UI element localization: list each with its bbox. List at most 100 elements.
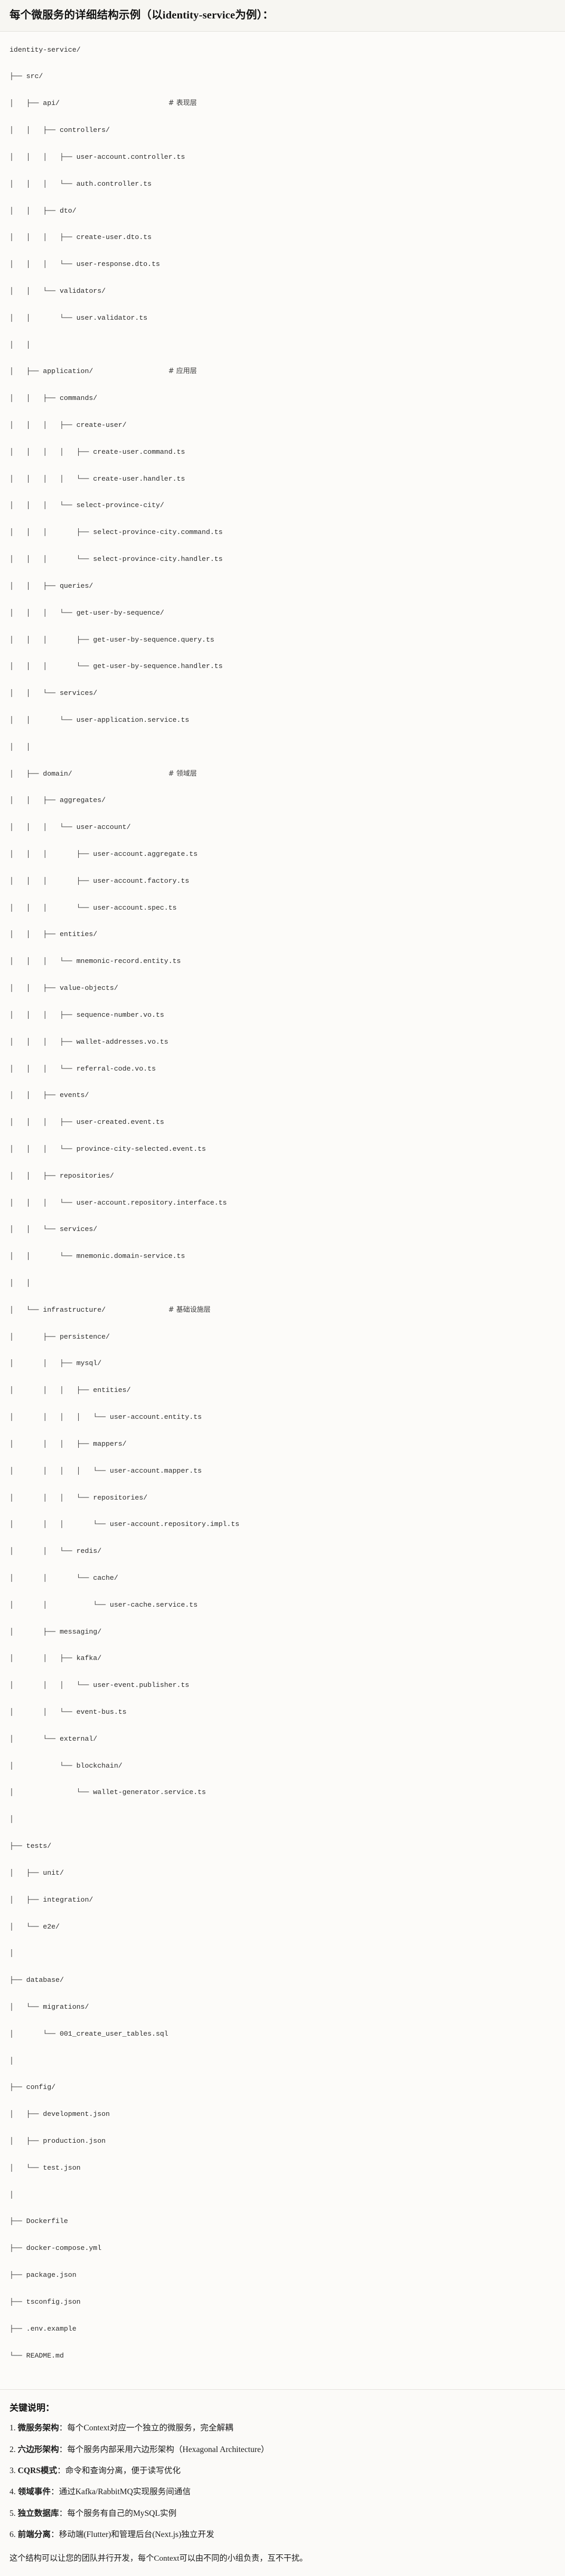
tree-line: │ │ │ ├── user-created.event.ts	[10, 1118, 164, 1127]
tree-line: │ │ └── user-application.service.ts	[10, 715, 190, 724]
tree-line: │ │ │ ├── sequence-number.vo.ts	[10, 1010, 164, 1019]
tree-line: │ └── e2e/	[10, 1922, 60, 1931]
tree-line: │ │ │ │ └── create-user.handler.ts	[10, 474, 185, 483]
key-note-item: 微服务架构：每个Context对应一个独立的微服务，完全解耦	[10, 2422, 555, 2434]
tree-line: ├── package.json	[10, 2271, 77, 2279]
tree-line: identity-service/	[10, 45, 81, 54]
tree-line: │ │ ├── entities/	[10, 930, 98, 939]
key-note-separator: ：	[50, 2487, 59, 2497]
tree-line-comment: # 领域层	[168, 769, 197, 778]
tree-line: │ └── migrations/	[10, 2002, 89, 2011]
tree-line: │ │ ├── kafka/	[10, 1654, 102, 1663]
key-note-description: 通过Kafka/RabbitMQ实现服务间通信	[59, 2487, 191, 2497]
tree-line: │ │	[10, 340, 31, 349]
tree-line: ├── tsconfig.json	[10, 2297, 81, 2306]
key-note-term: 六边形架构	[17, 2445, 59, 2454]
tree-line: │ │ │ ├── create-user/	[10, 421, 127, 429]
tree-line: │ │ ├── repositories/	[10, 1171, 114, 1180]
tree-line: │ └── infrastructure/ # 基础设施层	[10, 1305, 211, 1314]
key-note-term: 领域事件	[17, 2487, 51, 2497]
key-note-item: 领域事件：通过Kafka/RabbitMQ实现服务间通信	[10, 2486, 555, 2498]
tree-line: │ │ │ └── user-event.publisher.ts	[10, 1681, 190, 1690]
tree-line: │ │ ├── dto/	[10, 206, 77, 215]
key-note-term: 前端分离	[17, 2530, 51, 2540]
tree-line: ├── database/	[10, 1976, 64, 1985]
document-header: 每个微服务的详细结构示例（以identity-service为例）：	[0, 0, 565, 32]
tree-line: │ │ │ └── select-province-city.handler.t…	[10, 555, 223, 564]
tree-line-comment: # 应用层	[168, 367, 197, 376]
tree-line: │ │ │ └── mnemonic-record.entity.ts	[10, 957, 181, 966]
tree-line: │ │ └── services/	[10, 1225, 98, 1234]
tree-line: │ │ │ └── get-user-by-sequence.handler.t…	[10, 662, 223, 671]
tree-line-comment: # 基础设施层	[168, 1305, 211, 1314]
tree-line: │ │	[10, 1279, 31, 1287]
tree-line: │ │ │ ├── user-account.controller.ts	[10, 152, 185, 161]
tree-line: │ │ │ └── repositories/	[10, 1493, 148, 1502]
key-note-item: CQRS模式：命令和查询分离，便于读写优化	[10, 2465, 555, 2477]
key-note-separator: ：	[59, 2508, 68, 2518]
key-notes-block: 关键说明： 微服务架构：每个Context对应一个独立的微服务，完全解耦六边形架…	[0, 2389, 565, 2576]
tree-line: │ │ └── redis/	[10, 1547, 102, 1556]
key-note-item: 前端分离：移动端(Flutter)和管理后台(Next.js)独立开发	[10, 2529, 555, 2541]
tree-line: │ │ └── mnemonic.domain-service.ts	[10, 1252, 185, 1261]
key-note-description: 移动端(Flutter)和管理后台(Next.js)独立开发	[59, 2530, 214, 2540]
tree-line: │ └── wallet-generator.service.ts	[10, 1788, 206, 1797]
tree-line: │ │ │ └── select-province-city/	[10, 501, 164, 510]
page-title: 每个微服务的详细结构示例（以identity-service为例）：	[10, 9, 274, 21]
key-note-description: 每个服务有自己的MySQL实例	[67, 2508, 177, 2518]
tree-line: │ │ └── user-cache.service.ts	[10, 1600, 198, 1609]
tree-line: │ │ ├── events/	[10, 1091, 89, 1100]
tree-line: │ │ ├── queries/	[10, 581, 93, 590]
key-note-term: 独立数据库	[17, 2508, 59, 2518]
tree-line: │ └── external/	[10, 1734, 98, 1743]
tree-line: │ │ │ └── get-user-by-sequence/	[10, 608, 164, 617]
key-note-term: CQRS模式	[17, 2466, 58, 2476]
tree-line: │	[10, 2190, 14, 2199]
tree-line: │ │ ├── value-objects/	[10, 984, 118, 993]
tree-line: │ ├── integration/	[10, 1895, 93, 1904]
directory-tree-block: identity-service/ ├── src/ │ ├── api/ # …	[0, 31, 565, 2390]
key-note-item: 独立数据库：每个服务有自己的MySQL实例	[10, 2507, 555, 2520]
tree-line: │ │ │ │ └── user-account.mapper.ts	[10, 1466, 202, 1475]
tree-line: │ ├── api/ # 表现层	[10, 99, 197, 108]
key-notes-title: 关键说明：	[10, 2403, 54, 2413]
tree-line: │ │ └── user.validator.ts	[10, 313, 148, 322]
tree-line: │ │ └── cache/	[10, 1573, 118, 1582]
tree-line: │ ├── application/ # 应用层	[10, 367, 197, 376]
key-note-description: 命令和查询分离，便于读写优化	[65, 2466, 181, 2476]
tree-line: │	[10, 1815, 14, 1824]
tree-line: │ │ │ └── user-response.dto.ts	[10, 260, 160, 269]
tree-line: │ │ │ └── auth.controller.ts	[10, 179, 152, 188]
directory-tree-code: identity-service/ ├── src/ │ ├── api/ # …	[10, 43, 555, 2362]
tree-line: └── README.md	[10, 2351, 64, 2360]
tree-line: │ └── blockchain/	[10, 1761, 123, 1770]
tree-line: │ │ └── validators/	[10, 287, 106, 295]
tree-line: ├── tests/	[10, 1842, 52, 1850]
tree-line: │ │ │ │ └── user-account.entity.ts	[10, 1413, 202, 1421]
tree-line: ├── docker-compose.yml	[10, 2244, 102, 2253]
key-note-separator: ：	[50, 2530, 59, 2540]
tree-line: │ │	[10, 742, 31, 751]
tree-line: │ │ │ └── province-city-selected.event.t…	[10, 1144, 206, 1153]
tree-line: │ │ │ ├── user-account.aggregate.ts	[10, 850, 198, 858]
key-note-separator: ：	[59, 2424, 68, 2433]
tree-line: │ │ │ ├── entities/	[10, 1386, 131, 1395]
tree-line: │ │ │ └── user-account.repository.impl.t…	[10, 1520, 240, 1529]
tree-line: │ ├── development.json	[10, 2110, 110, 2119]
tree-line: │ │ └── event-bus.ts	[10, 1708, 127, 1716]
tree-line: │ │ │ ├── wallet-addresses.vo.ts	[10, 1037, 168, 1046]
tree-line: ├── config/	[10, 2083, 56, 2092]
tree-line: │ │ │ ├── create-user.dto.ts	[10, 233, 152, 242]
tree-line: │ │ ├── commands/	[10, 394, 98, 403]
tree-line: │ └── 001_create_user_tables.sql	[10, 2029, 168, 2038]
key-note-description: 每个服务内部采用六边形架构（Hexagonal Architecture）	[67, 2445, 269, 2454]
tree-line: │ │ │ ├── mappers/	[10, 1439, 127, 1448]
tree-line: │ │ │ └── referral-code.vo.ts	[10, 1064, 156, 1073]
tree-line: │ │ │ ├── get-user-by-sequence.query.ts	[10, 635, 214, 644]
tree-line: ├── .env.example	[10, 2324, 77, 2333]
closing-paragraph: 这个结构可以让您的团队并行开发，每个Context可以由不同的小组负责，互不干扰…	[10, 2553, 308, 2563]
tree-line: │ │ │ ├── select-province-city.command.t…	[10, 528, 223, 537]
key-notes-list: 微服务架构：每个Context对应一个独立的微服务，完全解耦六边形架构：每个服务…	[10, 2422, 555, 2541]
key-note-separator: ：	[59, 2445, 68, 2454]
